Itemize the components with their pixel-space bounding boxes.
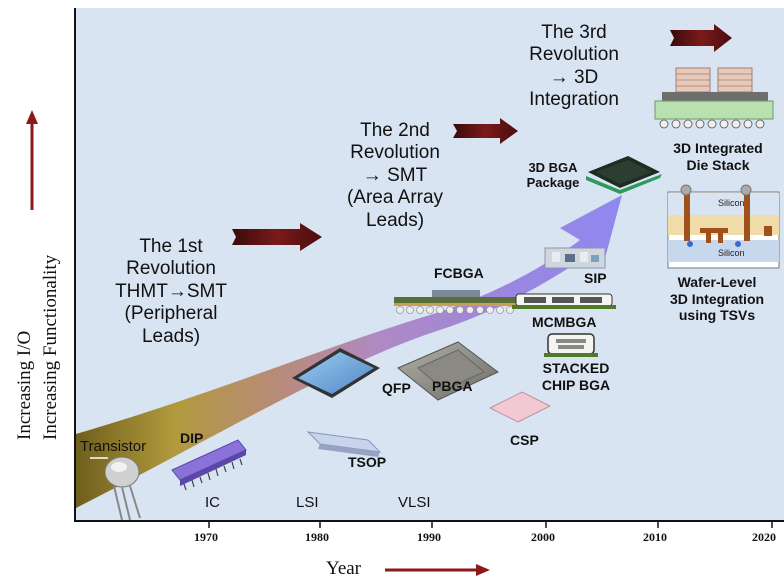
- tsv-cross-section-icon: [667, 184, 780, 269]
- sip-package-icon: [544, 247, 606, 269]
- revolution-2-label: The 2nd Revolution → SMT (Area Array Lea…: [346, 120, 444, 231]
- csp-chip-icon: [488, 391, 552, 423]
- year-tick-2010: 2010: [643, 530, 667, 544]
- x-axis-title: Year: [326, 558, 362, 579]
- fcbga-label: FCBGA: [434, 265, 484, 281]
- mcmbga-label: MCMBGA: [532, 314, 597, 330]
- tsop-chip-icon: [306, 431, 382, 457]
- revolution-3-label: The 3rd Revolution → 3D Integration: [529, 22, 619, 111]
- x-axis-arrow-icon: [385, 564, 490, 576]
- sip-label: SIP: [584, 270, 607, 286]
- pbga-chip-icon: [397, 341, 499, 401]
- mcmbga-package-icon: [512, 293, 616, 309]
- tsop-label: TSOP: [348, 454, 387, 470]
- year-tick-1970: 1970: [194, 530, 218, 544]
- stacked-chip-bga-label: STACKED CHIP BGA: [541, 360, 611, 393]
- qfp-label: QFP: [382, 380, 411, 396]
- silicon-top-label: Silicon: [718, 198, 745, 208]
- era-ic: IC: [205, 494, 220, 511]
- wafer-level-label: Wafer-Level 3D Integration using TSVs: [669, 274, 765, 324]
- stacked-chip-bga-icon: [544, 333, 598, 357]
- y-axis-title-line2: Increasing Functionality: [40, 254, 61, 440]
- year-tick-1980: 1980: [305, 530, 329, 544]
- x-axis-ticks: [208, 521, 773, 528]
- growth-band: [76, 195, 622, 508]
- era-lsi: LSI: [296, 494, 319, 511]
- transistor-label: Transistor: [80, 438, 147, 455]
- pbga-label: PBGA: [432, 378, 473, 394]
- year-tick-2020: 2020: [752, 530, 776, 544]
- year-tick-2000: 2000: [531, 530, 555, 544]
- y-axis-arrow-icon: [26, 110, 38, 210]
- era-vlsi: VLSI: [398, 494, 431, 511]
- y-axis-title-line1: Increasing I/O: [14, 330, 35, 440]
- die-stack-label: 3D Integrated Die Stack: [673, 140, 763, 173]
- dip-pins-icon: [183, 458, 243, 491]
- 3d-bga-package-icon: [586, 156, 662, 194]
- transistor-icon: [104, 456, 141, 521]
- dip-chip-icon: [171, 439, 247, 486]
- 3d-bga-package-label: 3D BGA Package: [526, 160, 580, 191]
- qfp-chip-icon: [292, 348, 380, 398]
- revolution-arrow-icon: [453, 118, 518, 144]
- revolution-1-label: The 1st Revolution THMT→SMT (Peripheral …: [115, 236, 227, 347]
- revolution-arrow-icon: [670, 24, 732, 52]
- revolution-arrow-icon: [232, 223, 322, 251]
- dip-label: DIP: [180, 430, 204, 446]
- y-axis-title: Increasing I/O Increasing Functionality: [2, 230, 72, 440]
- silicon-bottom-label: Silicon: [718, 248, 745, 258]
- fcbga-package-icon: [394, 290, 516, 314]
- csp-label: CSP: [510, 432, 539, 448]
- year-tick-1990: 1990: [417, 530, 441, 544]
- die-stack-icon: [654, 67, 774, 129]
